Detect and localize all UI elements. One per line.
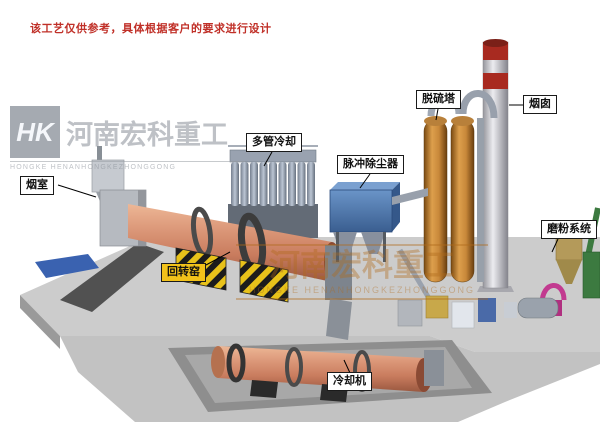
label-pulse-dust-collector: 脉冲除尘器 [337, 155, 404, 174]
leader-multi-tube [263, 151, 273, 167]
label-cooling-machine: 冷却机 [327, 372, 372, 391]
disclaimer-text: 该工艺仅供参考，具体根据客户的要求进行设计 [30, 23, 272, 35]
leader-pulse-collector [359, 173, 371, 189]
label-grinding-system: 磨粉系统 [541, 220, 597, 239]
leader-smoke-chamber [57, 184, 97, 198]
chimney-stack [477, 39, 514, 292]
mill-cylinder [517, 297, 559, 319]
leader-lines [57, 104, 559, 374]
hk-logo: HK [10, 106, 60, 158]
cooler-shell [218, 346, 424, 392]
stamp-company-cn: 河南宏科重工 [269, 248, 455, 283]
kiln-shell [128, 204, 332, 282]
pulse-dust-collector-unit [329, 182, 428, 262]
cooling-machine-unit [211, 343, 444, 402]
leader-tower [435, 108, 439, 121]
leader-kiln [205, 251, 231, 266]
label-smoke-chamber: 烟室 [20, 176, 54, 195]
company-name-cn: 河南宏科重工 [66, 119, 228, 150]
chimney-band-lower [483, 73, 508, 89]
leader-grinding [551, 238, 559, 253]
tower-back-pipe [477, 118, 484, 282]
label-multi-tube-cooler: 多管冷却 [246, 133, 302, 152]
chimney-band-top [483, 42, 508, 60]
center-stamp-watermark: 河南宏科重工 HONGKE HENANHONGKEZHONGGONG [236, 244, 488, 300]
kiln-support-base-2 [239, 259, 289, 303]
label-chimney: 烟囱 [523, 95, 557, 114]
stamp-company-en: HONGKE HENANHONGKEZHONGGONG [248, 284, 475, 295]
label-rotary-kiln: 回转窑 [161, 263, 206, 282]
label-desulfurization-tower: 脱硫塔 [416, 90, 461, 109]
blue-foundation-pad [35, 254, 99, 278]
auxiliary-equipment [397, 248, 496, 329]
leader-cooler [343, 359, 351, 374]
company-logo-watermark: HK 河南宏科重工 HONGKE HENANHONGKEZHONGGONG [10, 106, 245, 171]
company-name-en: HONGKE HENANHONGKEZHONGGONG [10, 161, 245, 171]
dust-collector-body [329, 189, 393, 233]
